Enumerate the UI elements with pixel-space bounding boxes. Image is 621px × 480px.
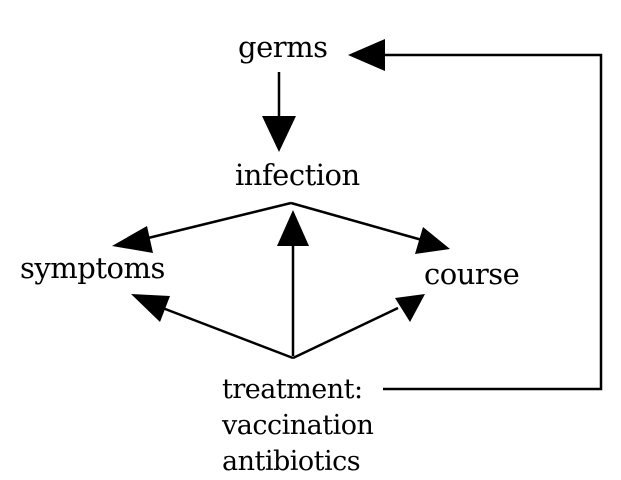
arrow-treatment-symptoms <box>159 305 294 360</box>
arrowhead-infection-symptoms <box>112 226 153 253</box>
node-germs: germs <box>238 30 328 64</box>
arrowhead-treatment-symptoms <box>131 294 170 322</box>
arrowhead-treatment-germs <box>348 39 385 71</box>
arrowhead-treatment-infection <box>277 210 309 246</box>
arrowhead-treatment-course <box>395 294 425 322</box>
arrowhead-germs-infection <box>262 116 296 152</box>
treatment-item-antibiotics: antibiotics <box>222 446 361 477</box>
arrow-treatment-germs-loop <box>383 53 603 391</box>
node-treatment: treatment: vaccination antibiotics <box>222 372 374 480</box>
node-course: course <box>424 257 520 291</box>
arrow-infection-course <box>290 201 423 242</box>
node-symptoms: symptoms <box>20 251 165 285</box>
node-infection: infection <box>235 158 360 192</box>
arrow-treatment-course <box>292 306 399 360</box>
arrow-infection-symptoms <box>139 201 292 242</box>
treatment-item-vaccination: vaccination <box>222 410 374 441</box>
treatment-title: treatment: <box>222 374 363 405</box>
arrowhead-infection-course <box>415 227 450 254</box>
